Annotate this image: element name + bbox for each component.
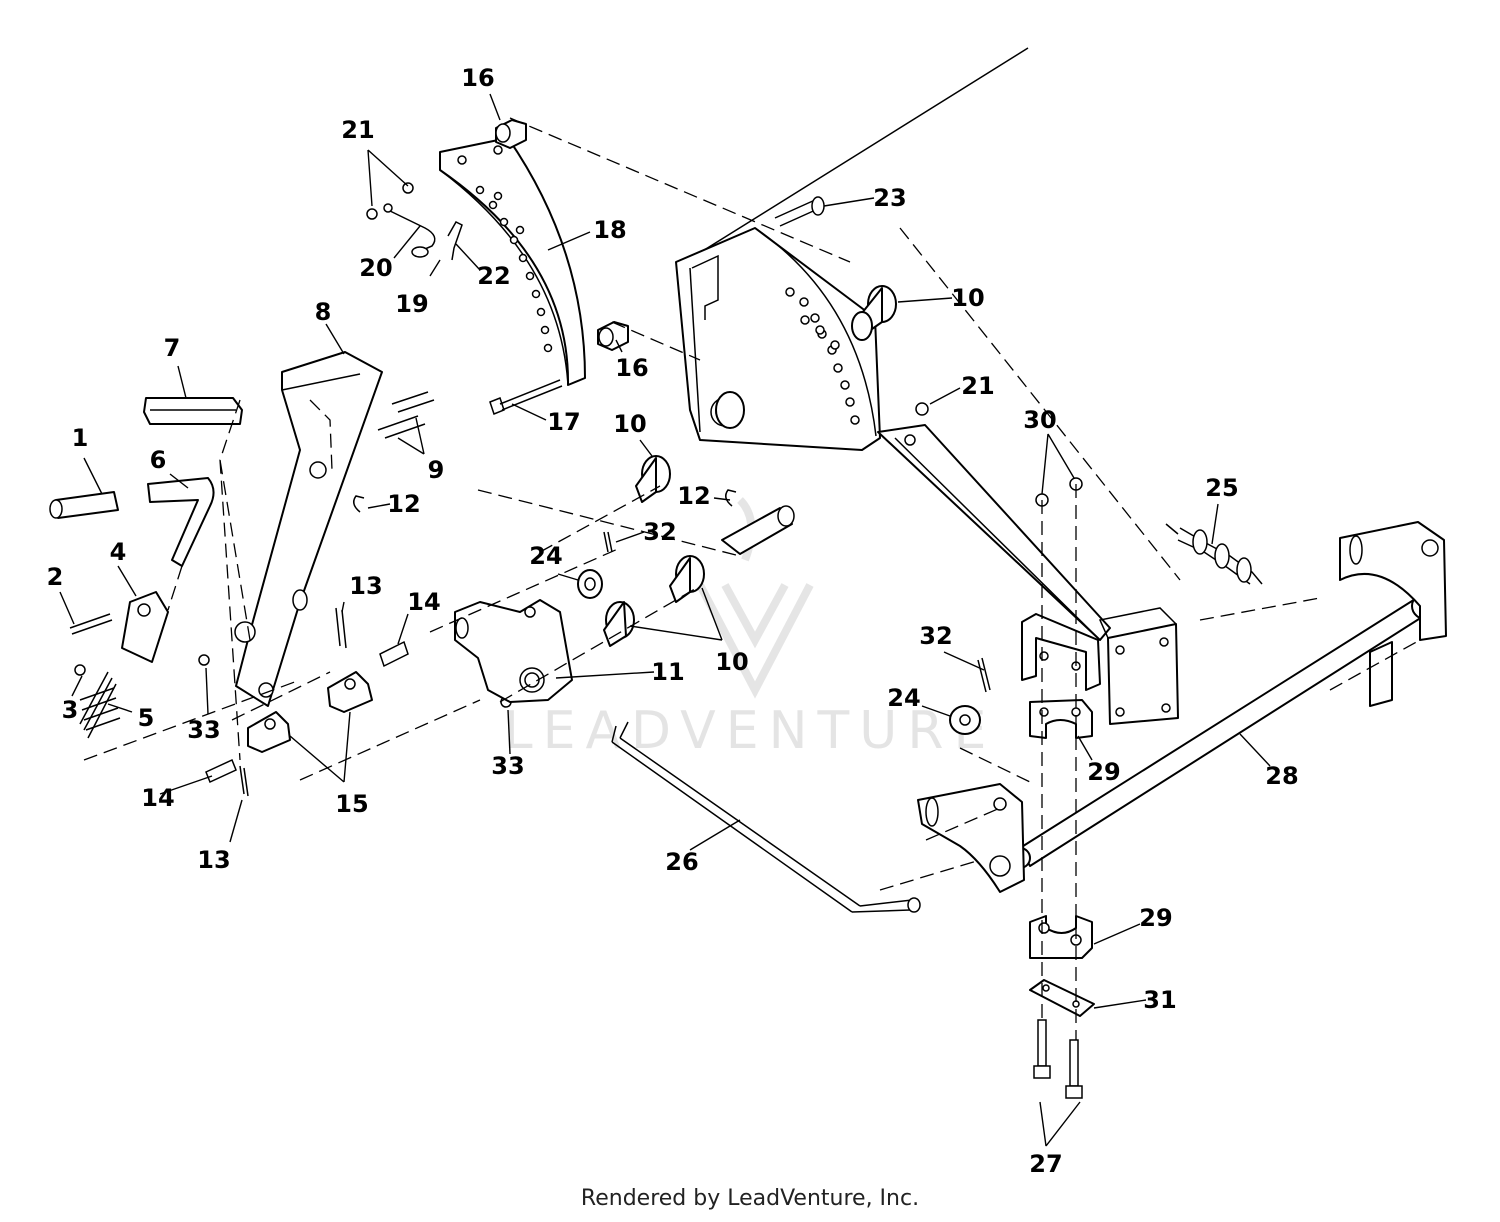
callout-12-right: 12 <box>677 482 710 510</box>
callout-1: 1 <box>72 424 89 452</box>
callout-13-lower: 13 <box>197 846 230 874</box>
bushing-mid-a <box>669 555 705 603</box>
callout-21-right: 21 <box>961 372 994 400</box>
callout-5: 5 <box>138 704 155 732</box>
callout-6: 6 <box>150 446 167 474</box>
mount-plate <box>1098 607 1179 725</box>
callout-12-left: 12 <box>387 490 420 518</box>
watermark-text: LEADVENTURE <box>504 701 997 761</box>
callout-14-lower: 14 <box>141 784 174 812</box>
callout-18: 18 <box>593 216 626 244</box>
height-segment <box>439 137 586 386</box>
bolt-23 <box>774 196 825 227</box>
link-15-upper <box>327 671 373 713</box>
callout-24-right: 24 <box>887 684 920 712</box>
callout-3: 3 <box>62 696 79 724</box>
callout-20: 20 <box>359 254 392 282</box>
frame-hole-arc <box>785 287 860 425</box>
callout-30: 30 <box>1023 406 1056 434</box>
bolts-9 <box>377 391 435 439</box>
callout-16-upper: 16 <box>461 64 494 92</box>
segment-holes <box>475 185 553 353</box>
spring-5 <box>79 671 121 739</box>
pedal-arm <box>234 351 383 707</box>
clamp-29-upper <box>1029 699 1093 739</box>
bolt-17 <box>489 379 563 415</box>
callout-13-upper: 13 <box>349 572 382 600</box>
bushing-10-left <box>635 455 671 503</box>
callout-10-lower: 10 <box>715 648 748 676</box>
nut-21-right <box>915 402 929 416</box>
pins-14 <box>205 640 409 784</box>
callout-29-upper: 29 <box>1087 758 1120 786</box>
link-15-lower <box>247 711 291 753</box>
cotter-32-left <box>603 531 613 553</box>
callout-8: 8 <box>315 298 332 326</box>
rod-26 <box>611 721 921 913</box>
watermark: LEADVENTURE <box>504 497 997 761</box>
callout-17: 17 <box>547 408 580 436</box>
bolts-27 <box>1033 1019 1083 1099</box>
spacer-top <box>495 119 527 149</box>
spacer-lower <box>597 321 629 351</box>
callout-11: 11 <box>651 658 684 686</box>
pedal-pad <box>143 397 243 425</box>
callouts: 1 2 3 4 5 6 7 8 9 10 10 10 11 12 12 13 1… <box>47 64 1299 1178</box>
nut-3 <box>74 664 86 676</box>
callout-16-lower: 16 <box>615 354 648 382</box>
callout-2: 2 <box>47 563 64 591</box>
callout-26: 26 <box>665 848 698 876</box>
cotter-pins-13 <box>239 607 347 797</box>
callout-9: 9 <box>428 456 445 484</box>
lever-handle <box>49 477 215 567</box>
pin-2 <box>69 613 113 635</box>
callout-15: 15 <box>335 790 368 818</box>
bushing-upper <box>851 285 897 341</box>
nut-33-left <box>198 654 210 666</box>
callout-7: 7 <box>164 334 181 362</box>
callout-31: 31 <box>1143 986 1176 1014</box>
spring-25 <box>1165 523 1263 585</box>
callout-32-left: 32 <box>643 518 676 546</box>
footer-credit: Rendered by LeadVenture, Inc. <box>580 1186 920 1211</box>
washer-frame <box>715 391 745 429</box>
callout-28: 28 <box>1265 762 1298 790</box>
callout-32-right: 32 <box>919 622 952 650</box>
bellcrank-11 <box>454 599 573 703</box>
plate-31 <box>1029 979 1095 1017</box>
callout-14-upper: 14 <box>407 588 440 616</box>
callout-22: 22 <box>477 262 510 290</box>
shaft-bracket-left <box>917 783 1025 893</box>
bushing-mid-b <box>603 601 635 647</box>
pivot-pin <box>721 505 795 555</box>
callout-24-left: 24 <box>529 542 562 570</box>
callout-19: 19 <box>395 290 428 318</box>
callout-27: 27 <box>1029 1150 1062 1178</box>
callout-23: 23 <box>873 184 906 212</box>
callout-33-mid: 33 <box>491 752 524 780</box>
callout-10-left: 10 <box>613 410 646 438</box>
cotter-32-right <box>977 657 991 693</box>
callout-25: 25 <box>1205 474 1238 502</box>
latch-bracket <box>121 591 169 663</box>
assembly-lines <box>83 117 1421 1040</box>
callout-4: 4 <box>110 538 127 566</box>
leader-lines <box>59 93 1271 1147</box>
clamp-29-lower <box>1029 915 1093 959</box>
callout-21-left: 21 <box>341 116 374 144</box>
detent-hardware <box>366 182 463 261</box>
lift-link <box>877 424 1111 641</box>
e-clip-12-left <box>353 495 365 513</box>
callout-29-lower: 29 <box>1139 904 1172 932</box>
e-clip-12-right <box>725 489 737 507</box>
callout-33-left: 33 <box>187 716 220 744</box>
callout-10-upper: 10 <box>951 284 984 312</box>
